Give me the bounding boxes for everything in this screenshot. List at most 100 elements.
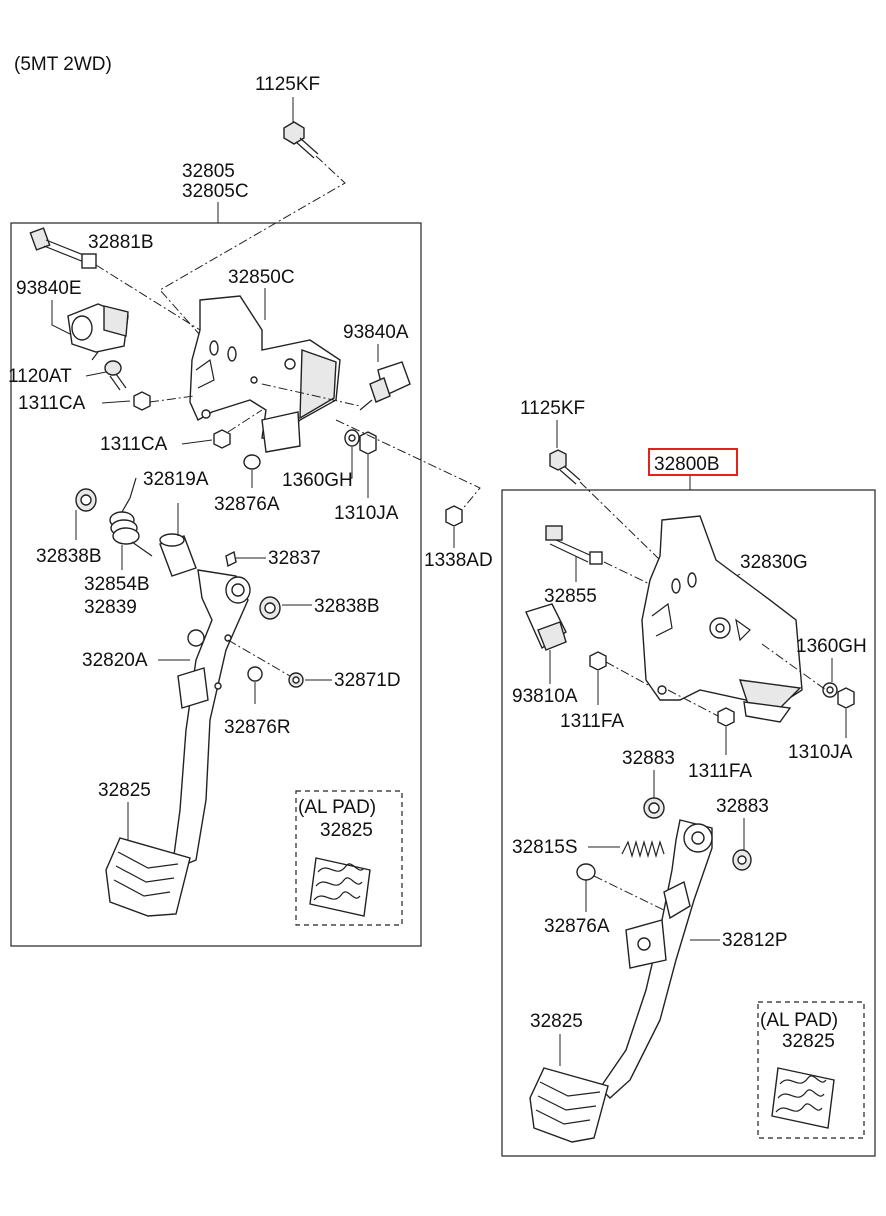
pin-32876a-left-icon xyxy=(243,454,261,470)
label-32825-left[interactable]: 32825 xyxy=(98,780,151,801)
label-1360gh-left[interactable]: 1360GH xyxy=(282,470,353,491)
label-32855[interactable]: 32855 xyxy=(544,586,597,607)
guide-line xyxy=(335,419,481,513)
al-pad-left-icon xyxy=(309,857,371,917)
bush-32871d-icon xyxy=(288,672,304,688)
leader-line xyxy=(85,371,107,377)
right-assembly-frame xyxy=(501,489,876,1157)
label-32837[interactable]: 32837 xyxy=(268,548,321,569)
label-32815s[interactable]: 32815S xyxy=(512,837,578,858)
al-pad-inset-right xyxy=(757,1001,865,1139)
label-1311fa-1[interactable]: 1311FA xyxy=(560,711,624,732)
bush-32838b-2-icon xyxy=(259,596,281,620)
leader-line xyxy=(51,300,73,336)
left-assembly-frame xyxy=(10,222,422,947)
bush-32883-1-icon xyxy=(643,797,665,819)
bush-1360gh-left-icon xyxy=(344,429,360,447)
right-assembly: 1125KF 32800B 32855 32830G xyxy=(501,398,876,1157)
bracket-32850c-icon xyxy=(189,295,341,453)
guide-line xyxy=(593,875,673,915)
label-1125kf-left[interactable]: 1125KF xyxy=(255,74,320,95)
bush-32838b-1-icon xyxy=(75,488,97,512)
label-32819a[interactable]: 32819A xyxy=(143,469,209,490)
bolt-1125kf-left-icon xyxy=(283,121,319,159)
label-32838b-1[interactable]: 32838B xyxy=(36,546,102,567)
bolt-1120at-icon xyxy=(104,360,127,391)
label-32883-2[interactable]: 32883 xyxy=(716,796,769,817)
label-32876a-left[interactable]: 32876A xyxy=(214,494,280,515)
label-1360gh-right[interactable]: 1360GH xyxy=(796,636,867,657)
guide-line xyxy=(227,639,291,677)
label-32839[interactable]: 32839 xyxy=(84,597,137,618)
al-pad-part-right[interactable]: 32825 xyxy=(782,1031,835,1052)
label-32850c[interactable]: 32850C xyxy=(228,267,295,288)
label-32805[interactable]: 32805 xyxy=(182,161,235,182)
label-32838b-2[interactable]: 32838B xyxy=(314,596,380,617)
collar-icon xyxy=(159,533,197,577)
label-1338ad[interactable]: 1338AD xyxy=(424,550,493,571)
label-93840e[interactable]: 93840E xyxy=(16,278,82,299)
label-1310ja-right[interactable]: 1310JA xyxy=(788,742,853,763)
bush-1360gh-right-icon xyxy=(822,682,838,698)
label-32800b[interactable]: 32800B xyxy=(654,454,720,475)
pedal-pad-32825-left-icon xyxy=(105,837,191,917)
label-32871d[interactable]: 32871D xyxy=(334,670,401,691)
bolt-32855-icon xyxy=(545,525,603,565)
switch-93840e-icon xyxy=(67,303,129,361)
label-32830g[interactable]: 32830G xyxy=(740,552,808,573)
label-32881b[interactable]: 32881B xyxy=(88,232,154,253)
label-32876r[interactable]: 32876R xyxy=(224,717,291,738)
label-1310ja-left[interactable]: 1310JA xyxy=(334,503,399,524)
bolt-1125kf-right-icon xyxy=(549,449,581,485)
nut-1311fa-2-icon xyxy=(717,707,735,727)
label-1311fa-2[interactable]: 1311FA xyxy=(688,761,752,782)
label-1311ca-2[interactable]: 1311CA xyxy=(100,434,168,455)
label-93840a[interactable]: 93840A xyxy=(343,322,409,343)
bush-32883-2-icon xyxy=(732,849,752,871)
leader-line xyxy=(181,439,213,445)
leader-line xyxy=(350,447,353,479)
switch-93810a-icon xyxy=(525,603,567,651)
pedal-pad-32825-right-icon xyxy=(529,1067,609,1143)
guide-line xyxy=(761,643,827,691)
label-32820a[interactable]: 32820A xyxy=(82,650,148,671)
clip-32837-icon xyxy=(225,550,237,568)
guide-line xyxy=(667,689,719,717)
label-32812p[interactable]: 32812P xyxy=(722,930,788,951)
leader-line xyxy=(101,400,131,404)
label-32805c[interactable]: 32805C xyxy=(182,181,249,202)
nut-1310ja-right-icon xyxy=(837,687,855,709)
label-32825-right[interactable]: 32825 xyxy=(530,1011,583,1032)
al-pad-part-left[interactable]: 32825 xyxy=(320,820,373,841)
variant-label: (5MT 2WD) xyxy=(14,54,112,75)
al-pad-title-right: (AL PAD) xyxy=(760,1010,838,1031)
label-32876a-right[interactable]: 32876A xyxy=(544,916,610,937)
label-1120at[interactable]: 1120AT xyxy=(8,366,72,387)
al-pad-right-icon xyxy=(771,1067,835,1129)
pedal-arm-32812p-icon xyxy=(599,819,713,1099)
guide-line xyxy=(605,661,651,687)
label-1125kf-right[interactable]: 1125KF xyxy=(520,398,585,419)
pin-32876a-right-icon xyxy=(576,863,596,881)
label-93810a[interactable]: 93810A xyxy=(512,686,578,707)
label-32854b[interactable]: 32854B xyxy=(84,574,150,595)
nut-1311ca-1-icon xyxy=(133,391,151,411)
guide-line xyxy=(579,481,661,561)
pedal-arm-32820a-icon xyxy=(171,569,251,872)
spring-32815s-icon xyxy=(621,839,665,859)
al-pad-title-left: (AL PAD) xyxy=(298,797,376,818)
guide-line xyxy=(95,264,201,331)
nut-1311fa-1-icon xyxy=(589,651,607,671)
pin-32876r-icon xyxy=(247,666,263,682)
guide-line xyxy=(149,395,195,403)
guide-line xyxy=(227,409,263,433)
nut-1338ad-icon xyxy=(445,505,463,527)
label-32883-1[interactable]: 32883 xyxy=(622,748,675,769)
label-1311ca-1[interactable]: 1311CA xyxy=(18,393,86,414)
al-pad-inset-left xyxy=(295,790,403,926)
left-assembly: 1125KF 32805 32805C 32881B 93840E xyxy=(8,74,481,947)
highlight-box-32800b xyxy=(648,448,738,476)
spring-32819a-icon xyxy=(109,477,153,557)
